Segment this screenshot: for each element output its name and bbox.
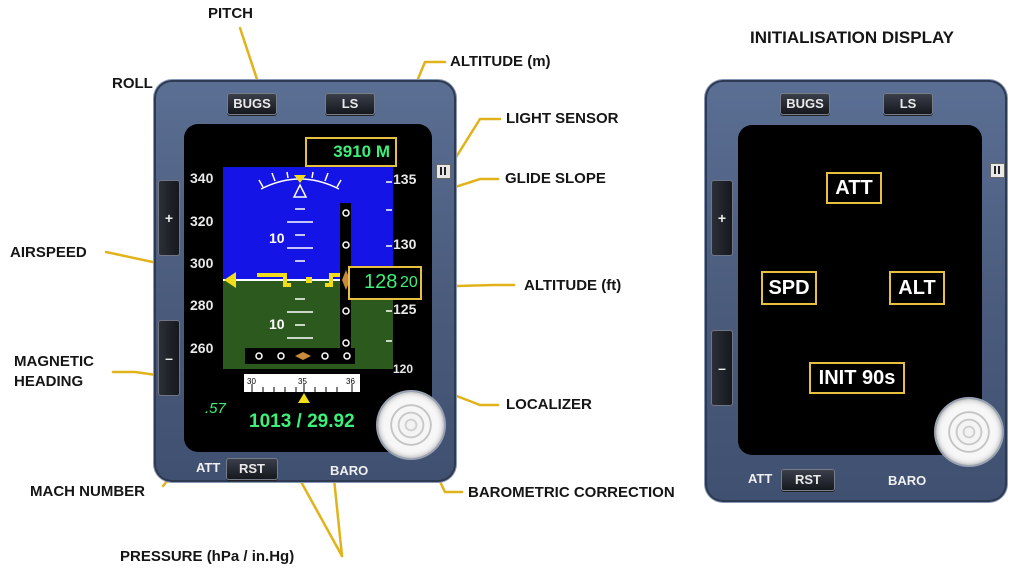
minus-button[interactable]: – xyxy=(158,320,180,396)
init-display-title: INITIALISATION DISPLAY xyxy=(750,28,955,47)
callout-localizer: LOCALIZER xyxy=(506,396,592,413)
init-minus-button-label: – xyxy=(718,360,726,376)
altitude-feet-box: 128 20 xyxy=(348,266,422,300)
init-90s-box: INIT 90s xyxy=(809,362,905,394)
callout-airspeed: AIRSPEED xyxy=(10,244,87,261)
roll-pointer-icon xyxy=(294,175,306,183)
altitude-meters-readout: 3910 M xyxy=(333,142,390,161)
altitude-tick-120: 120 xyxy=(393,362,414,376)
altitude-tick-125: 125 xyxy=(393,301,417,317)
aircraft-symbol-center xyxy=(306,277,312,283)
altitude-tick-130: 130 xyxy=(393,236,417,252)
localizer-diamond-icon xyxy=(295,352,311,360)
heading-tick-35: 35 xyxy=(298,377,307,386)
leader-airspeed xyxy=(104,250,164,266)
callout-roll: ROLL xyxy=(112,75,153,92)
callout-pitch: PITCH xyxy=(208,5,253,22)
att-label: ATT xyxy=(196,460,221,475)
init-plus-button[interactable]: + xyxy=(711,180,733,256)
init-light-sensor-icon xyxy=(990,163,1005,178)
altitude-feet-small: 20 xyxy=(400,274,418,291)
init-rst-button[interactable]: RST xyxy=(781,469,835,491)
callout-barometric-correction: BAROMETRIC CORRECTION xyxy=(468,484,675,501)
callout-magnetic-heading-line2: HEADING xyxy=(14,373,84,390)
heading-tick-36: 36 xyxy=(346,377,355,386)
init-minus-button[interactable]: – xyxy=(711,330,733,406)
heading-tick-30: 30 xyxy=(247,377,256,386)
aircraft-symbol-left xyxy=(257,273,291,287)
pitch-ladder xyxy=(287,208,313,339)
bugs-button[interactable]: BUGS xyxy=(227,93,277,115)
baro-knob[interactable] xyxy=(378,392,444,458)
init-baro-label: BARO xyxy=(888,473,927,488)
minus-button-label: – xyxy=(165,350,173,366)
rst-button[interactable]: RST xyxy=(226,458,278,480)
init-plus-button-label: + xyxy=(717,210,727,226)
pitch-tick-down: 10 xyxy=(269,316,285,332)
callout-magnetic-heading-line1: MAGNETIC xyxy=(14,353,94,370)
leader-light-sensor xyxy=(446,117,502,172)
airspeed-tick-280: 280 xyxy=(190,297,214,313)
init-ls-button[interactable]: LS xyxy=(883,93,933,115)
init-spd-box: SPD xyxy=(761,271,817,305)
light-sensor-icon xyxy=(436,164,451,179)
baro-label: BARO xyxy=(330,463,369,478)
init-baro-knob[interactable] xyxy=(936,399,1002,465)
init-att-label: ATT xyxy=(748,471,773,486)
callout-mach-number: MACH NUMBER xyxy=(30,483,145,500)
airspeed-tick-320: 320 xyxy=(190,213,214,229)
pressure-readout: 1013 / 29.92 xyxy=(249,411,355,432)
airspeed-index-icon xyxy=(224,272,236,288)
airspeed-tick-340: 340 xyxy=(190,170,214,186)
altitude-tick-135: 135 xyxy=(393,171,417,187)
roll-scale-ticks xyxy=(258,171,342,188)
altitude-feet-main: 128 xyxy=(364,271,398,293)
mach-readout: .57 xyxy=(205,400,226,417)
plus-button-label: + xyxy=(164,210,174,226)
init-alt-box: ALT xyxy=(889,271,945,305)
airspeed-tick-300: 300 xyxy=(190,255,214,271)
plus-button[interactable]: + xyxy=(158,180,180,256)
heading-pointer-icon xyxy=(298,393,310,403)
callout-light-sensor: LIGHT SENSOR xyxy=(506,110,619,127)
callout-pressure: PRESSURE (hPa / in.Hg) xyxy=(120,548,295,565)
localizer-scale xyxy=(245,348,355,364)
ls-button[interactable]: LS xyxy=(325,93,375,115)
sky xyxy=(223,167,393,280)
airspeed-tick-260: 260 xyxy=(190,340,214,356)
airspeed-tape: 340 320 300 280 260 xyxy=(186,166,224,372)
callout-glide-slope: GLIDE SLOPE xyxy=(505,170,606,187)
callout-altitude-ft: ALTITUDE (ft) xyxy=(524,277,622,294)
heading-scale: 30 35 36 xyxy=(244,374,360,403)
init-att-box: ATT xyxy=(826,172,882,204)
sky-pointer-icon xyxy=(292,183,308,198)
callout-altitude-m: ALTITUDE (m) xyxy=(450,53,551,70)
init-bugs-button[interactable]: BUGS xyxy=(780,93,830,115)
init-display-screen xyxy=(738,125,982,455)
altitude-tape-ticks xyxy=(386,181,392,342)
altitude-meters-box: 3910 M xyxy=(305,137,397,167)
pitch-tick-up: 10 xyxy=(269,230,285,246)
